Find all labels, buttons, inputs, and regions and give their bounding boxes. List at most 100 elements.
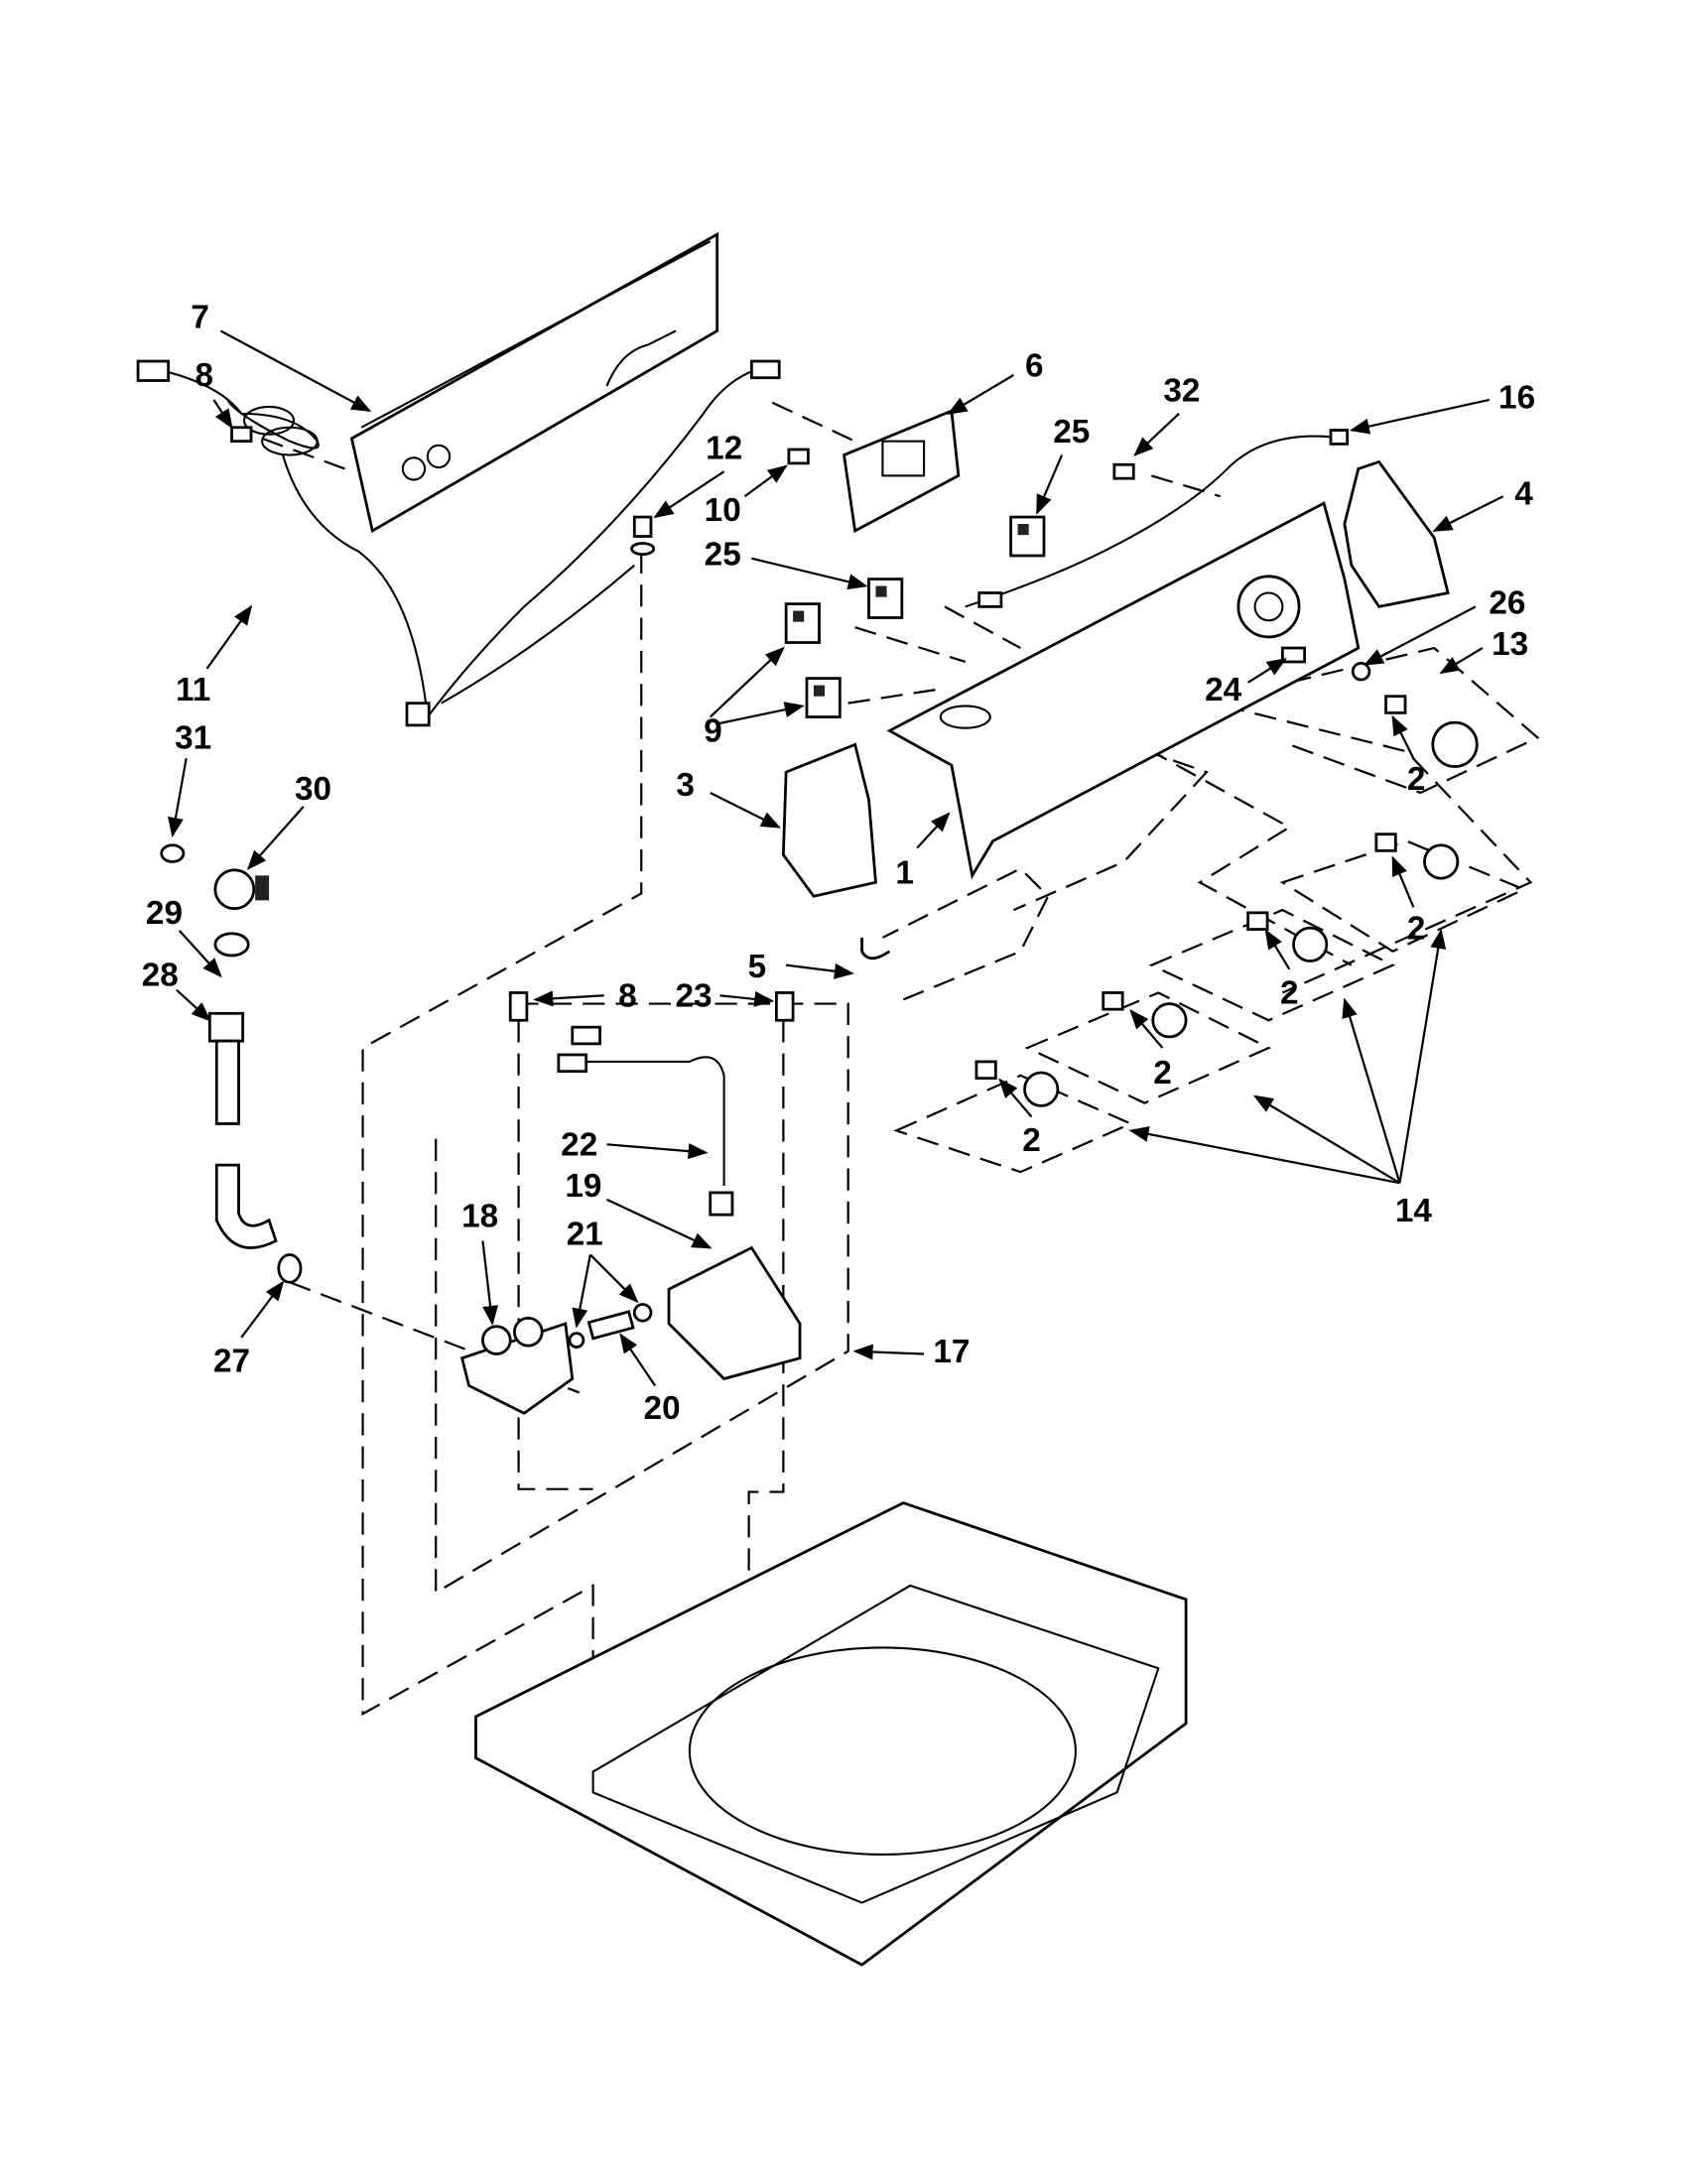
callout-arrow [786,963,854,979]
callout-arrow [947,373,1014,415]
callout-arrow [916,812,951,849]
knob-2[interactable] [1374,833,1460,880]
callout-arrow [716,702,805,725]
callout-arrow [653,470,725,519]
part-18-water-valve[interactable] [459,1316,575,1415]
callout-arrow [606,1143,709,1160]
callout-arrow [1363,605,1477,666]
knob-1[interactable] [1384,695,1479,768]
callout-arrow [710,791,781,829]
callout-4: 4 [1514,476,1533,513]
callout-2e: 2 [1022,1122,1041,1159]
callout-8a: 8 [195,357,213,394]
callout-arrow [1432,495,1504,532]
callout-23: 23 [676,977,713,1014]
callout-3: 3 [676,767,695,804]
callout-arrow [751,557,868,590]
part-9-switch-lower[interactable] [805,677,842,718]
part-3-end-cap[interactable] [781,742,877,898]
callout-11: 11 [176,672,210,708]
callout-arrow [168,758,188,838]
part-25-switch-upper[interactable] [1009,515,1046,558]
part-5-clip[interactable] [860,937,891,961]
callout-arrow [219,329,372,413]
assembly-guide-lines [261,401,1540,1717]
callout-31: 31 [175,720,211,757]
callout-arrow [1252,1094,1401,1185]
washer-top[interactable] [474,1501,1188,1967]
callout-arrow [1398,928,1447,1184]
part-16-harness[interactable] [965,429,1350,608]
knob-4[interactable] [1102,991,1188,1039]
callout-arrow [1128,1125,1400,1185]
knob-3[interactable] [1246,911,1329,963]
part-25-switch-lower[interactable] [867,578,904,619]
part-24-shaft[interactable] [1280,646,1306,664]
part-26-ring[interactable] [1351,661,1371,682]
part-12-screw[interactable] [630,515,656,556]
part-4-end-cap[interactable] [1343,459,1450,608]
callout-10: 10 [705,492,741,529]
callout-arrow [1264,929,1291,970]
callout-2b: 2 [1407,910,1426,947]
callout-arrow [1247,658,1287,684]
part-7-rear-panel[interactable] [349,231,719,534]
callout-21: 21 [567,1217,603,1253]
callout-arrow [1342,997,1401,1184]
callout-27: 27 [213,1344,250,1380]
callout-18: 18 [461,1199,498,1235]
callout-16: 16 [1498,379,1535,416]
callout-arrow [246,806,305,870]
callout-arrow [1391,855,1415,908]
callout-13: 13 [1492,626,1528,663]
part-8-screw-lower[interactable] [508,991,529,1022]
knobs-part-2[interactable] [974,695,1479,1107]
part-32-screw[interactable] [1112,462,1135,480]
callout-25b: 25 [705,537,741,574]
callout-arrow [176,988,211,1022]
callout-arrow [998,1078,1033,1118]
callout-2c: 2 [1280,975,1299,1012]
callout-14: 14 [1395,1193,1433,1229]
callout-29: 29 [146,895,183,932]
callout-arrow [619,1333,657,1387]
part-20-tube[interactable] [586,1310,635,1341]
callout-arrow [606,1198,713,1249]
callout-arrow [1036,454,1064,515]
part-8-screw-top[interactable] [230,426,253,444]
part-10-screw[interactable] [787,448,810,465]
part-6-control-board[interactable] [842,409,961,534]
callout-19: 19 [565,1168,601,1205]
part-1-console[interactable] [886,501,1361,880]
callout-2d: 2 [1153,1055,1172,1092]
part-21-washers[interactable] [568,1303,653,1349]
callout-28: 28 [142,958,179,994]
callout-arrow [212,399,233,430]
callout-arrow [1439,647,1484,675]
knob-5[interactable] [974,1060,1060,1107]
callout-32: 32 [1163,372,1200,409]
callout-arrow [1349,398,1491,435]
callout-arrow [205,604,253,670]
callout-17: 17 [933,1334,970,1370]
callout-arrow [1133,413,1180,456]
part-23-screw[interactable] [775,991,795,1022]
callout-arrow [240,1280,285,1339]
callout-arrow [852,1344,925,1360]
part-9-switch-upper[interactable] [784,602,821,644]
callout-arrow [178,930,222,978]
callout-arrow [743,464,788,498]
callout-2a: 2 [1407,761,1426,798]
inlet-hose-assembly[interactable] [160,843,303,1284]
callout-9: 9 [704,713,722,750]
callout-arrows [168,329,1504,1387]
callout-8b: 8 [618,977,637,1014]
part-19-dispenser[interactable] [667,1245,802,1381]
callout-22: 22 [561,1126,597,1163]
callout-5: 5 [748,949,767,985]
part-22-harness[interactable] [557,1025,734,1217]
part-11-power-cord[interactable] [136,359,320,456]
wire-harness [281,359,781,727]
